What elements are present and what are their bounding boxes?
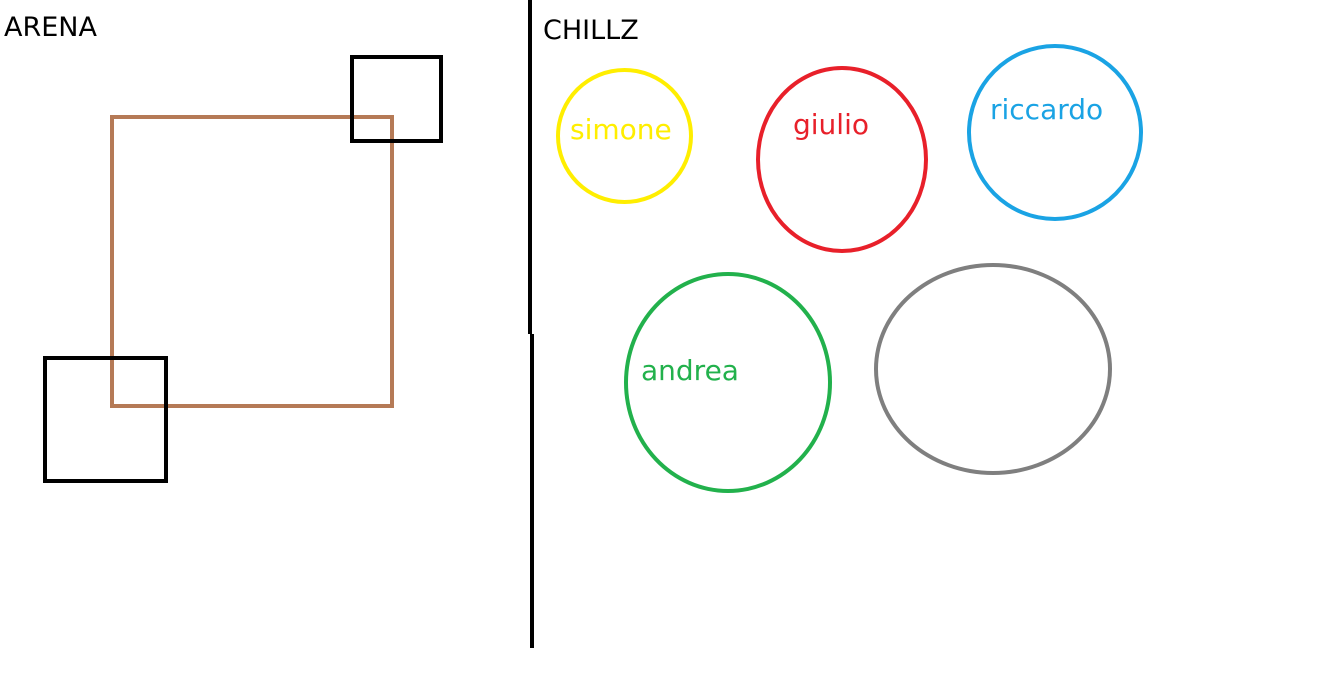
- divider-line-top: [528, 0, 532, 334]
- arena-square-top-right: [350, 55, 443, 143]
- chillz-title: CHILLZ: [543, 15, 639, 46]
- arena-rectangle: [110, 115, 394, 408]
- circle-riccardo: [967, 44, 1143, 221]
- name-giulio: giulio: [793, 108, 869, 141]
- circle-empty: [874, 263, 1112, 475]
- divider-line-bottom: [530, 334, 534, 648]
- circle-andrea: [624, 272, 832, 493]
- arena-title: ARENA: [4, 12, 97, 43]
- name-riccardo: riccardo: [990, 93, 1104, 126]
- circle-simone: [556, 68, 693, 204]
- circle-giulio: [756, 66, 928, 253]
- name-simone: simone: [570, 113, 672, 146]
- name-andrea: andrea: [641, 354, 739, 387]
- arena-square-bottom-left: [43, 356, 168, 483]
